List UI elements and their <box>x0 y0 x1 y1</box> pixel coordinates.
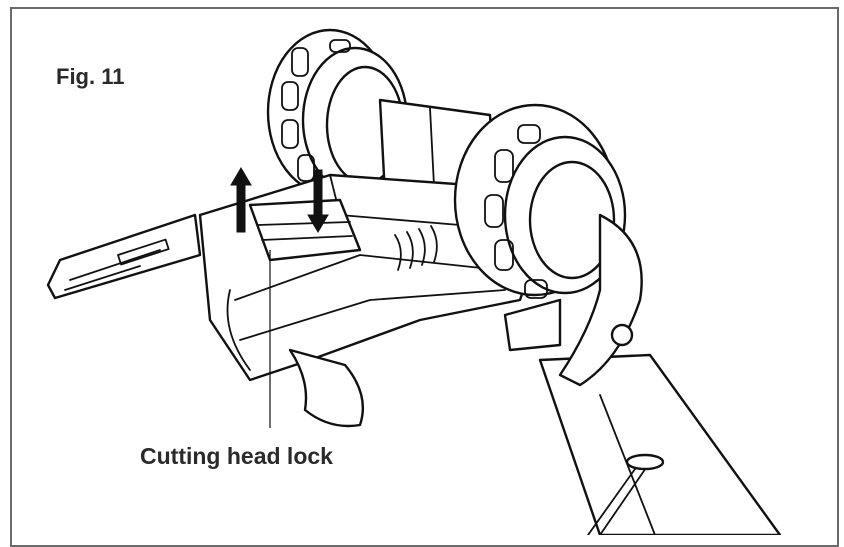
cutting-head-lock-label: Cutting head lock <box>140 443 333 470</box>
handle <box>48 215 200 298</box>
trimmer-head-illustration <box>0 0 844 535</box>
figure-label: Fig. 11 <box>56 64 124 90</box>
lock-mechanism <box>250 200 360 260</box>
